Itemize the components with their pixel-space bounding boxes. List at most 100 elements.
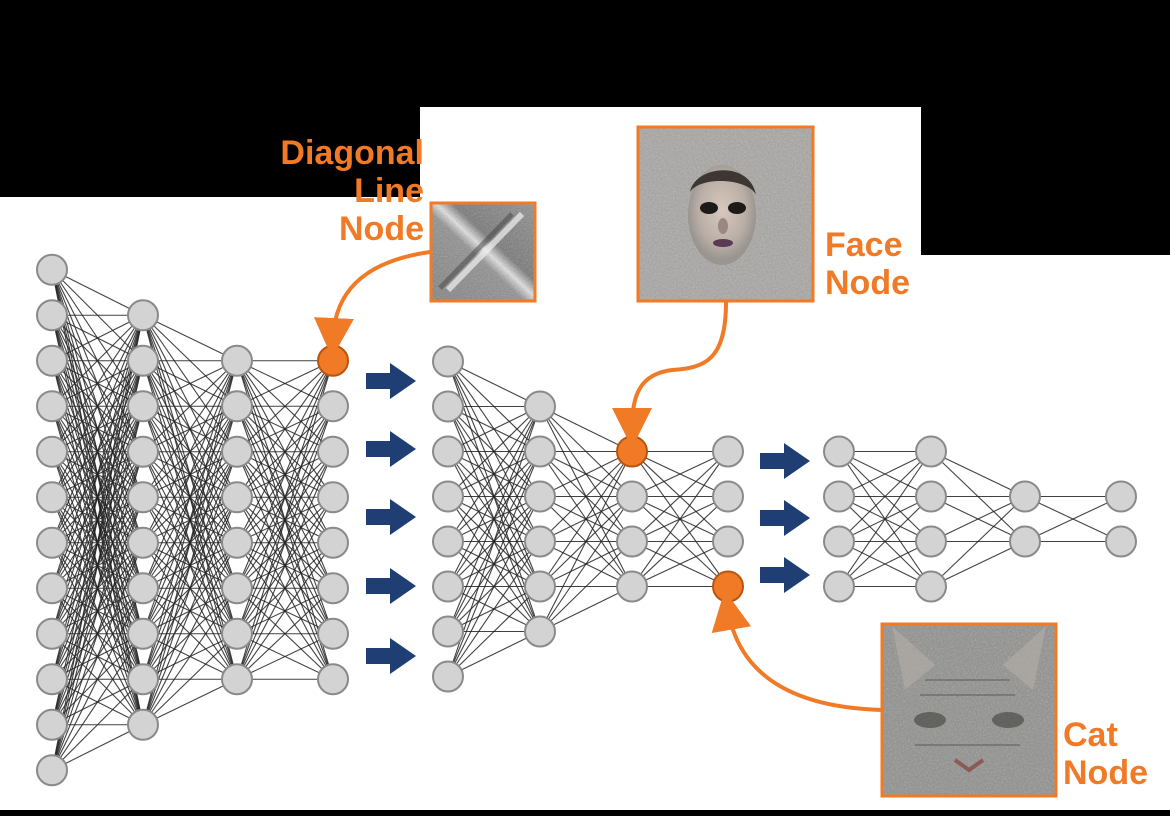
network-edge	[539, 451, 633, 587]
label-line: Node	[1063, 754, 1148, 792]
network-edge	[447, 406, 541, 452]
neuron-node	[36, 435, 68, 468]
diagonal-node	[317, 344, 349, 377]
neuron-node	[127, 708, 159, 741]
neuron-node	[221, 435, 253, 468]
neuron-node	[432, 615, 464, 648]
face-node	[616, 435, 648, 468]
neuron-node	[221, 526, 253, 559]
network-edge	[142, 360, 238, 544]
flow-arrow-icon	[366, 431, 416, 467]
network-edge	[142, 542, 238, 726]
neuron-node	[36, 754, 68, 787]
flow-arrow-icon	[366, 363, 416, 399]
network-edge	[838, 541, 932, 587]
neuron-node	[915, 570, 947, 603]
neuron-node	[221, 617, 253, 650]
neuron-node	[432, 570, 464, 603]
network-edge	[631, 451, 729, 587]
neuron-node	[524, 525, 556, 558]
network-edge	[447, 406, 541, 632]
network-edge	[539, 451, 633, 632]
neuron-node	[915, 435, 947, 468]
neuron-node	[712, 525, 744, 558]
neuron-node	[823, 435, 855, 468]
neuron-node	[317, 481, 349, 514]
network-edge	[1024, 496, 1122, 542]
network-edge	[930, 496, 1026, 587]
face-feature-image	[636, 125, 815, 303]
network-edge	[51, 678, 144, 771]
flow-arrow-icon	[760, 557, 810, 593]
network-edge	[236, 360, 334, 498]
neuron-node	[823, 570, 855, 603]
neuron-node	[36, 708, 68, 741]
network-edge	[631, 451, 729, 497]
neuron-node	[317, 526, 349, 559]
network-edge	[142, 314, 238, 362]
network-edge	[142, 633, 238, 726]
network-edge	[51, 451, 144, 771]
neuron-node	[524, 435, 556, 468]
neuron-node	[36, 344, 68, 377]
neuron-node	[712, 435, 744, 468]
network-edge	[236, 360, 334, 407]
neuron-node	[712, 480, 744, 513]
cat-node	[712, 570, 744, 603]
cat-feature-image	[880, 622, 1058, 798]
neuron-node	[36, 572, 68, 605]
network-edge	[51, 315, 144, 725]
network-edge	[236, 542, 334, 680]
network-edge	[51, 315, 144, 771]
neuron-node	[36, 481, 68, 514]
network-edge	[447, 406, 541, 542]
network-edge	[631, 451, 729, 542]
neuron-node	[36, 526, 68, 559]
cat-callout-arrow	[711, 590, 885, 712]
network-edge	[447, 406, 541, 497]
network-edge	[236, 360, 334, 544]
neuron-node	[432, 435, 464, 468]
network-edge	[930, 451, 1026, 497]
network-edge	[838, 496, 932, 587]
neuron-node	[221, 390, 253, 423]
neuron-node	[127, 344, 159, 377]
network-edge	[447, 631, 541, 677]
network-edge	[51, 315, 144, 498]
neuron-node	[317, 617, 349, 650]
neuron-node	[36, 663, 68, 696]
network-edge	[631, 541, 729, 587]
neuron-node	[1009, 480, 1041, 513]
network-edge	[142, 587, 238, 726]
network-edge	[142, 360, 238, 680]
network-edge	[51, 633, 144, 771]
network-edge	[51, 315, 144, 680]
neuron-node	[127, 526, 159, 559]
neuron-node	[36, 253, 68, 286]
network-edge	[51, 406, 144, 771]
diagonal-line-node-label: Diagonal Line Node	[280, 134, 424, 248]
neuron-node	[1009, 525, 1041, 558]
neuron-node	[524, 390, 556, 423]
network-edge	[447, 496, 541, 677]
network-edge	[447, 586, 541, 677]
network-edge	[51, 360, 144, 771]
neuron-node	[432, 525, 464, 558]
neuron-node	[432, 390, 464, 423]
neuron-node	[221, 344, 253, 377]
neuron-node	[432, 480, 464, 513]
network-edge	[236, 360, 334, 680]
neuron-node	[317, 572, 349, 605]
network-edge	[838, 451, 932, 542]
neuron-node	[915, 480, 947, 513]
neuron-node	[1105, 480, 1137, 513]
neuron-node	[432, 345, 464, 378]
network-edge	[236, 587, 334, 680]
neuron-node	[127, 390, 159, 423]
neuron-node	[221, 572, 253, 605]
network-nodes	[36, 253, 1137, 787]
diagonal-callout-arrow	[313, 250, 431, 358]
network-edge	[236, 633, 334, 680]
network-edge	[142, 360, 238, 498]
